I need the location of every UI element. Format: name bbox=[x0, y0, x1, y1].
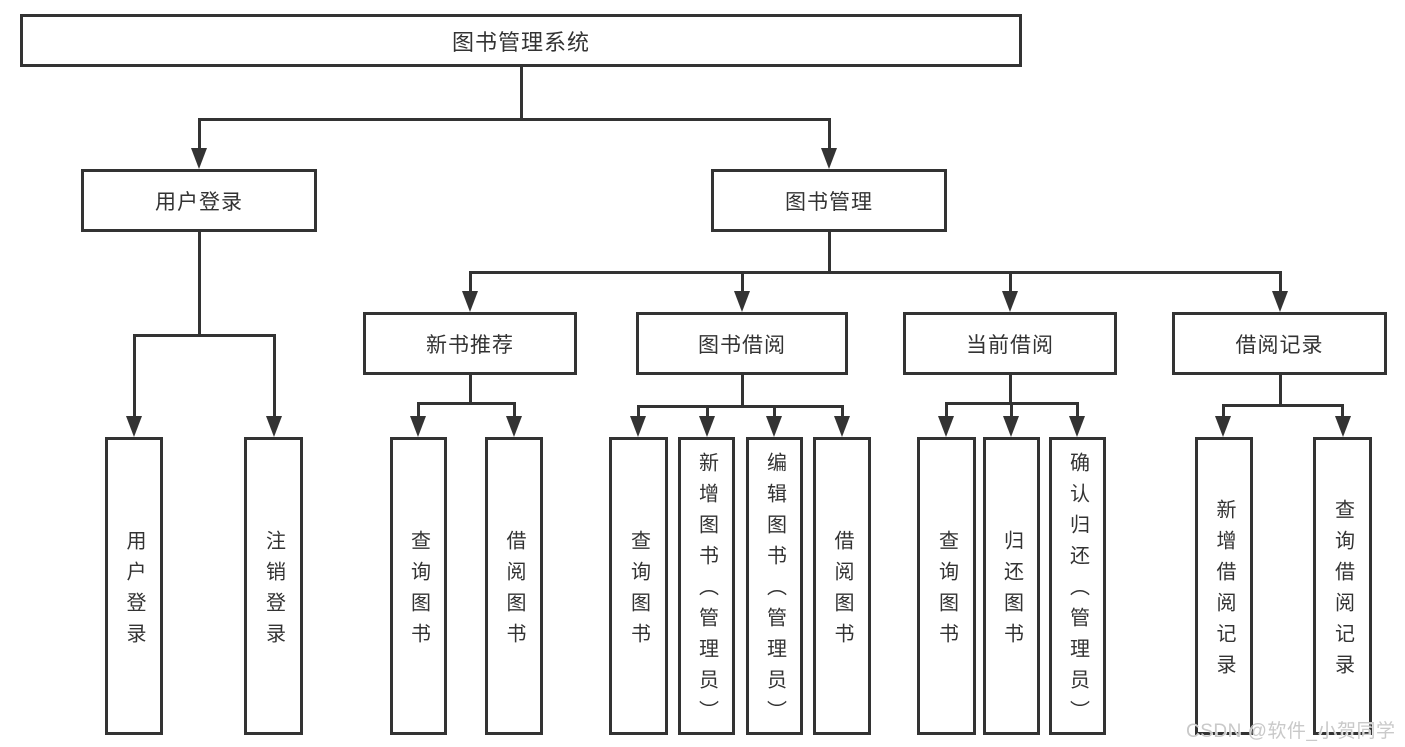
connector-line bbox=[772, 406, 776, 419]
leaf-user-login-label: 用户登录 bbox=[123, 529, 145, 654]
arrowhead-down-icon bbox=[462, 291, 478, 312]
connector-line bbox=[197, 232, 201, 335]
arrowhead-down-icon bbox=[821, 148, 837, 169]
connector-line bbox=[468, 375, 472, 403]
connector-line bbox=[1008, 375, 1012, 403]
node-borrowing-records: 借阅记录 bbox=[1172, 312, 1387, 375]
leaf-confirm-return-admin-label: 确认归还（管理员） bbox=[1066, 452, 1089, 731]
node-user-login-label: 用户登录 bbox=[155, 190, 243, 214]
connector-line bbox=[197, 119, 201, 151]
leaf-return-books: 归还图书 bbox=[983, 437, 1040, 735]
connector-line bbox=[840, 406, 844, 419]
connector-line bbox=[1075, 403, 1079, 419]
arrowhead-down-icon bbox=[126, 416, 142, 437]
connector-line bbox=[468, 272, 472, 294]
leaf-query-books-2-label: 查询图书 bbox=[627, 529, 650, 654]
arrowhead-down-icon bbox=[1002, 291, 1018, 312]
leaf-query-borrow-record: 查询借阅记录 bbox=[1313, 437, 1372, 735]
arrowhead-down-icon bbox=[266, 416, 282, 437]
leaf-borrow-books-2-label: 借阅图书 bbox=[831, 529, 853, 654]
node-root: 图书管理系统 bbox=[20, 14, 1022, 67]
connector-line bbox=[512, 403, 516, 419]
arrowhead-down-icon bbox=[834, 416, 850, 437]
node-new-book-recommend-label: 新书推荐 bbox=[426, 333, 514, 357]
connector-line bbox=[1221, 405, 1225, 419]
connector-line bbox=[827, 232, 831, 272]
arrowhead-down-icon bbox=[766, 416, 782, 437]
csdn-watermark: CSDN @软件_小贺同学 bbox=[1186, 721, 1396, 742]
arrowhead-down-icon bbox=[1215, 416, 1231, 437]
arrowhead-down-icon bbox=[410, 416, 426, 437]
node-book-management-label: 图书管理 bbox=[785, 190, 873, 214]
leaf-edit-books-admin: 编辑图书（管理员） bbox=[746, 437, 803, 735]
connector-line bbox=[416, 403, 420, 419]
node-root-label: 图书管理系统 bbox=[451, 29, 590, 55]
leaf-query-books-3: 查询图书 bbox=[917, 437, 976, 735]
leaf-edit-books-admin-label: 编辑图书（管理员） bbox=[763, 452, 786, 731]
leaf-confirm-return-admin: 确认归还（管理员） bbox=[1049, 437, 1106, 735]
leaf-query-books-2: 查询图书 bbox=[609, 437, 668, 735]
leaf-add-borrow-record: 新增借阅记录 bbox=[1195, 437, 1253, 735]
connector-line bbox=[944, 403, 948, 419]
leaf-query-books-3-label: 查询图书 bbox=[935, 529, 958, 654]
leaf-logout-label: 注销登录 bbox=[262, 529, 285, 654]
connector-line bbox=[827, 119, 831, 151]
leaf-query-books-1-label: 查询图书 bbox=[407, 529, 430, 654]
connector-line bbox=[1278, 272, 1282, 294]
arrowhead-down-icon bbox=[1069, 416, 1085, 437]
connector-line bbox=[705, 406, 709, 419]
leaf-query-borrow-record-label: 查询借阅记录 bbox=[1331, 498, 1354, 685]
leaf-borrow-books-1: 借阅图书 bbox=[485, 437, 543, 735]
connector-line bbox=[636, 404, 844, 408]
connector-line bbox=[1009, 403, 1013, 419]
node-user-login: 用户登录 bbox=[81, 169, 317, 232]
connector-line bbox=[519, 67, 523, 120]
leaf-user-login: 用户登录 bbox=[105, 437, 163, 735]
connector-line bbox=[636, 406, 640, 419]
leaf-borrow-books-2: 借阅图书 bbox=[813, 437, 871, 735]
connector-line bbox=[1221, 403, 1344, 407]
node-book-borrowing: 图书借阅 bbox=[636, 312, 848, 375]
connector-line bbox=[740, 272, 744, 294]
arrowhead-down-icon bbox=[1003, 416, 1019, 437]
arrowhead-down-icon bbox=[938, 416, 954, 437]
connector-line bbox=[468, 270, 1282, 274]
node-book-borrowing-label: 图书借阅 bbox=[698, 333, 786, 357]
node-new-book-recommend: 新书推荐 bbox=[363, 312, 577, 375]
connector-line bbox=[197, 117, 831, 121]
arrowhead-down-icon bbox=[734, 291, 750, 312]
leaf-add-books-admin: 新增图书（管理员） bbox=[678, 437, 735, 735]
node-current-borrowing: 当前借阅 bbox=[903, 312, 1117, 375]
arrowhead-down-icon bbox=[191, 148, 207, 169]
connector-line bbox=[1008, 272, 1012, 294]
leaf-add-borrow-record-label: 新增借阅记录 bbox=[1213, 498, 1235, 685]
leaf-return-books-label: 归还图书 bbox=[1000, 529, 1023, 654]
node-borrowing-records-label: 借阅记录 bbox=[1235, 333, 1324, 357]
arrowhead-down-icon bbox=[1272, 291, 1288, 312]
arrowhead-down-icon bbox=[630, 416, 646, 437]
leaf-query-books-1: 查询图书 bbox=[390, 437, 447, 735]
leaf-logout: 注销登录 bbox=[244, 437, 303, 735]
connector-line bbox=[1278, 375, 1282, 405]
arrowhead-down-icon bbox=[699, 416, 715, 437]
connector-line bbox=[132, 333, 276, 337]
connector-line bbox=[416, 401, 516, 405]
node-current-borrowing-label: 当前借阅 bbox=[966, 333, 1054, 357]
leaf-add-books-admin-label: 新增图书（管理员） bbox=[695, 452, 718, 731]
leaf-borrow-books-1-label: 借阅图书 bbox=[503, 529, 525, 654]
node-book-management: 图书管理 bbox=[711, 169, 947, 232]
connector-line bbox=[1341, 405, 1344, 419]
connector-line bbox=[272, 335, 276, 418]
connector-line bbox=[740, 375, 744, 406]
arrowhead-down-icon bbox=[506, 416, 522, 437]
connector-line bbox=[132, 335, 136, 418]
arrowhead-down-icon bbox=[1334, 416, 1351, 437]
